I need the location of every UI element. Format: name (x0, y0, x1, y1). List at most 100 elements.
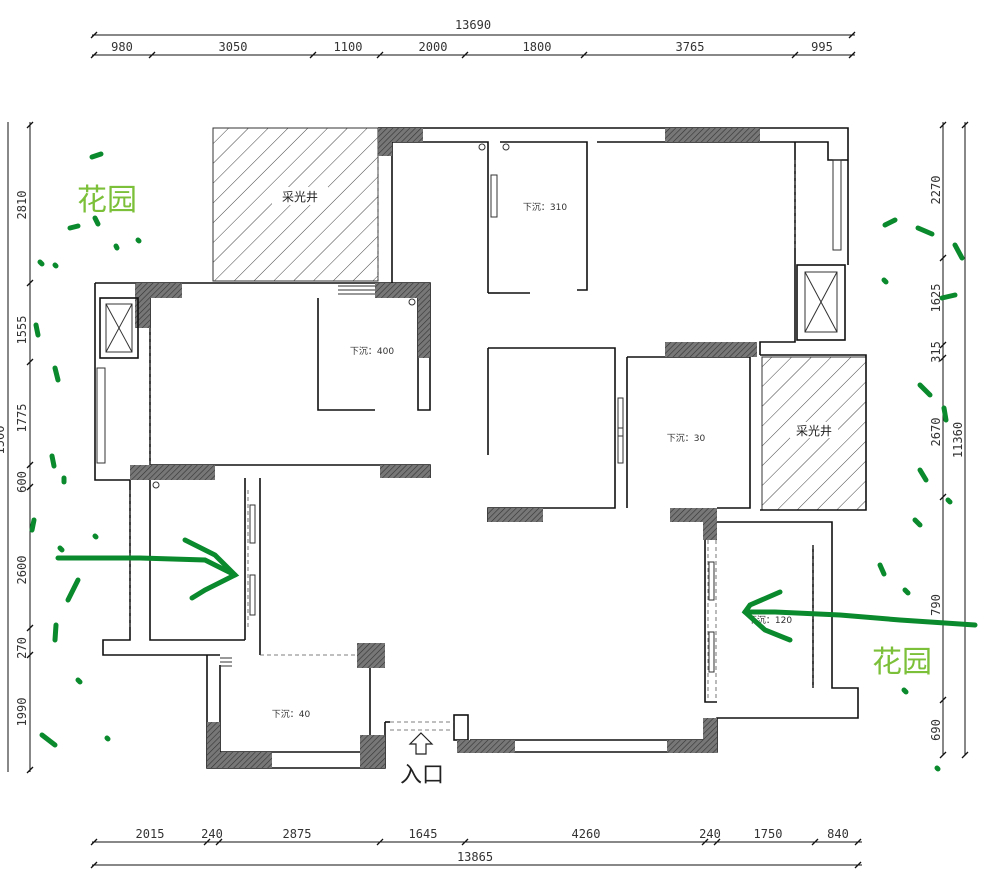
bottom-dim-7: 1750 (754, 827, 783, 841)
dimension-tick (854, 861, 862, 869)
bottom-dim-1: 2015 (136, 827, 165, 841)
top-dimension-line: 13690 980 3050 1100 2000 1800 3765 995 (92, 18, 855, 56)
dimension-tick (90, 838, 98, 846)
lightwell-left-label-bg (272, 187, 328, 205)
garden-arrow-right (741, 589, 978, 643)
dimension-tick (26, 766, 34, 774)
dimension-tick (939, 751, 947, 759)
room-label-120: 下沉：120 (748, 615, 792, 626)
dimension-tick (203, 838, 211, 846)
dimension-ticks (26, 31, 969, 869)
top-dim-1: 980 (111, 40, 133, 54)
bottom-dimension-line: 2015 240 2875 1645 4260 240 1750 840 138… (92, 827, 862, 866)
dimension-tick (26, 121, 34, 129)
dimension-tick (961, 121, 969, 129)
garden-boundary-dots (29, 151, 965, 772)
left-dim-3: 1775 (15, 404, 29, 433)
duct-shaft-left (99, 297, 139, 359)
left-dim-5: 2600 (15, 556, 29, 585)
entrance-label: 入口 (400, 763, 444, 788)
dimension-tick (811, 838, 819, 846)
dimension-tick (961, 751, 969, 759)
bottom-dim-6: 240 (699, 827, 721, 841)
dimension-tick (26, 461, 34, 469)
left-dimension-line: 2810 1555 1775 600 2600 270 1990 1500 (0, 122, 31, 772)
dimension-tick (580, 51, 588, 59)
top-dim-3: 1100 (334, 40, 363, 54)
dimension-tick (848, 51, 856, 59)
right-dim-4: 2670 (929, 418, 943, 447)
dimension-tick (26, 279, 34, 287)
bottom-total-dimension: 13865 (457, 850, 493, 864)
dimension-tick (701, 838, 709, 846)
pipe-marker (502, 143, 510, 151)
right-dimension-line: 2270 1625 315 2670 790 690 11360 (929, 122, 966, 755)
bottom-dim-2: 240 (201, 827, 223, 841)
right-total-dimension: 11360 (951, 422, 965, 458)
top-total-dimension: 13690 (455, 18, 491, 32)
left-dim-1: 2810 (15, 191, 29, 220)
right-dim-6: 690 (929, 719, 943, 741)
walls (94, 127, 867, 769)
room-label-30: 下沉：30 (667, 433, 706, 444)
top-dim-7: 995 (811, 40, 833, 54)
pipe-marker (408, 298, 416, 306)
left-total-dimension: 1500 (0, 426, 7, 455)
dimension-tick (90, 861, 98, 869)
room-label-400: 下沉：400 (350, 346, 394, 357)
dimension-tick (148, 51, 156, 59)
duct-shaft-right (796, 264, 846, 341)
top-dim-2: 3050 (219, 40, 248, 54)
dimension-tick (848, 31, 856, 39)
dimension-tick (376, 51, 384, 59)
bottom-dim-8: 840 (827, 827, 849, 841)
bottom-dim-3: 2875 (283, 827, 312, 841)
top-dim-4: 2000 (419, 40, 448, 54)
dimension-tick (461, 51, 469, 59)
dimension-tick (90, 51, 98, 59)
dimension-tick (26, 651, 34, 659)
dimension-tick (26, 624, 34, 632)
wall-solid-blocks (130, 128, 760, 768)
dimension-tick (791, 51, 799, 59)
sliding-doors (96, 159, 842, 673)
lightwell-left-label: 采光井 (282, 190, 318, 204)
left-dim-6: 270 (15, 637, 29, 659)
dimension-tick (854, 838, 862, 846)
dimension-tick (215, 838, 223, 846)
room-label-310: 下沉：310 (523, 202, 567, 213)
lightwell-right-label-bg (790, 422, 838, 438)
left-dim-7: 1990 (15, 698, 29, 727)
bottom-dim-4: 1645 (409, 827, 438, 841)
right-dim-3: 315 (929, 341, 943, 363)
right-dim-2: 1625 (929, 284, 943, 313)
pipe-marker (152, 481, 160, 489)
steps (220, 285, 375, 667)
entrance-arrow-icon (408, 732, 434, 755)
bottom-dim-5: 4260 (572, 827, 601, 841)
top-dim-5: 1800 (523, 40, 552, 54)
dimension-tick (376, 838, 384, 846)
top-dim-6: 3765 (676, 40, 705, 54)
dimension-tick (939, 121, 947, 129)
lightwell-right-label: 采光井 (796, 424, 832, 438)
pipe-marker (478, 143, 486, 151)
dimension-tick (939, 341, 947, 349)
garden-label-left: 花园 (77, 183, 137, 218)
garden-label-right: 花园 (872, 645, 932, 680)
room-label-40: 下沉：40 (272, 709, 311, 720)
dimension-tick (713, 838, 721, 846)
right-dim-1: 2270 (929, 176, 943, 205)
dimension-tick (90, 31, 98, 39)
right-dim-5: 790 (929, 594, 943, 616)
dimension-tick (939, 696, 947, 704)
left-dim-2: 1555 (15, 316, 29, 345)
dimension-tick (26, 358, 34, 366)
dimension-tick (939, 493, 947, 501)
garden-arrow-left (55, 537, 240, 601)
dimension-tick (26, 483, 34, 491)
dimension-tick (939, 254, 947, 262)
left-dim-4: 600 (15, 471, 29, 493)
dimension-tick (461, 838, 469, 846)
dimension-tick (309, 51, 317, 59)
